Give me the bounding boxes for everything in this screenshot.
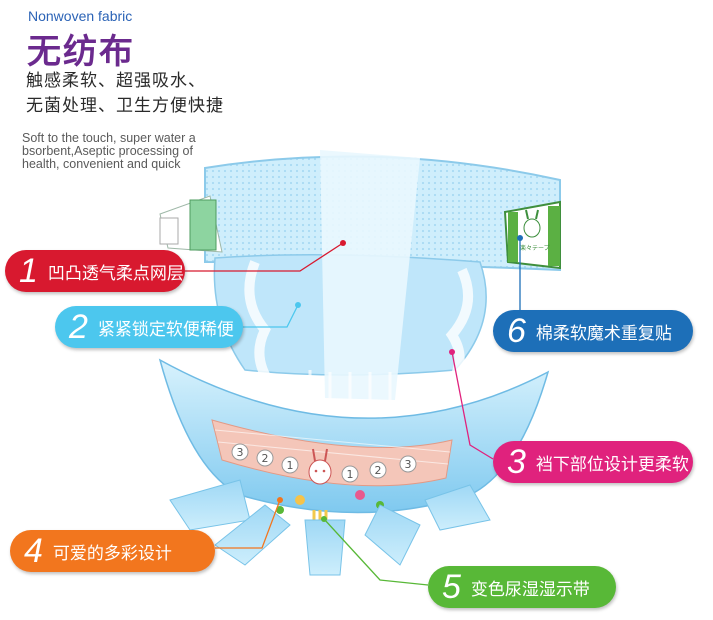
feature-3-text: 裆下部位设计更柔软 (535, 454, 689, 475)
indicator-number: 2 (262, 452, 269, 465)
brand-chinese-title: 无纺布 (27, 32, 135, 72)
indicator-circle (341, 465, 359, 483)
center-leg-flap (304, 519, 346, 576)
callout-line-1 (185, 242, 344, 272)
chinese-description-line-1: 触感柔软、超强吸水、 (26, 71, 206, 91)
feature-2-text: 紧紧锁定软便稀便 (97, 319, 234, 340)
colorful-prints (276, 490, 384, 514)
feature-6-text: 棉柔软魔术重复贴 (535, 323, 672, 344)
indicator-circle (231, 443, 249, 461)
tape-label: 楽々テープ (520, 244, 550, 252)
feature-5-label: 5 变色尿湿湿示带 (428, 566, 616, 608)
feature-6-number: 6 (507, 312, 526, 350)
feature-5-text: 变色尿湿湿示带 (470, 579, 590, 600)
chinese-description-line-2: 无菌处理、卫生方便快捷 (26, 96, 224, 116)
left-ruffle (244, 260, 279, 394)
feature-3-number: 3 (507, 443, 526, 481)
callout-line-5 (323, 518, 429, 586)
right-leg-flap-2 (424, 484, 491, 531)
feature-1-number: 1 (19, 252, 38, 290)
feature-4-label: 4 可爱的多彩设计 (10, 530, 215, 572)
brand-english: Nonwoven fabric (28, 8, 133, 24)
right-leg-flap-1 (364, 504, 421, 566)
callout-line-2 (243, 304, 299, 328)
indicator-circle (369, 461, 387, 479)
left-leg-flap-2 (214, 504, 291, 566)
rabbit-icon (523, 209, 541, 238)
english-description-line-2: bsorbent,Aseptic processing of (22, 144, 193, 158)
feature-3-label: 3 裆下部位设计更柔软 (493, 441, 693, 483)
feature-4-text: 可爱的多彩设计 (52, 543, 172, 564)
english-description-line-3: health, convenient and quick (22, 157, 181, 171)
indicator-number: 3 (405, 458, 412, 471)
indicator-number: 1 (287, 459, 294, 472)
indicator-circle (399, 455, 417, 473)
callout-line-3 (451, 351, 494, 460)
feature-1-text: 凹凸透气柔点网层 (47, 263, 184, 284)
feature-4-number: 4 (24, 532, 43, 570)
indicator-number: 1 (347, 468, 354, 481)
indicator-circle (256, 449, 274, 467)
callout-line-4 (215, 499, 281, 549)
left-leg-flap-1 (169, 479, 251, 531)
center-rabbit-icon (308, 448, 332, 485)
english-description-line-1: Soft to the touch, super water a (22, 131, 196, 145)
feature-2-label: 2 紧紧锁定软便稀便 (55, 306, 243, 348)
center-stripe (320, 150, 420, 400)
feature-6-label: 6 棉柔软魔术重复贴 (493, 310, 693, 352)
feature-1-label: 1 凹凸透气柔点网层 (5, 250, 185, 292)
feature-5-number: 5 (442, 568, 461, 606)
indicator-number: 2 (375, 464, 382, 477)
indicator-circle (281, 456, 299, 474)
feature-2-number: 2 (69, 308, 88, 346)
indicator-number: 3 (237, 446, 244, 459)
